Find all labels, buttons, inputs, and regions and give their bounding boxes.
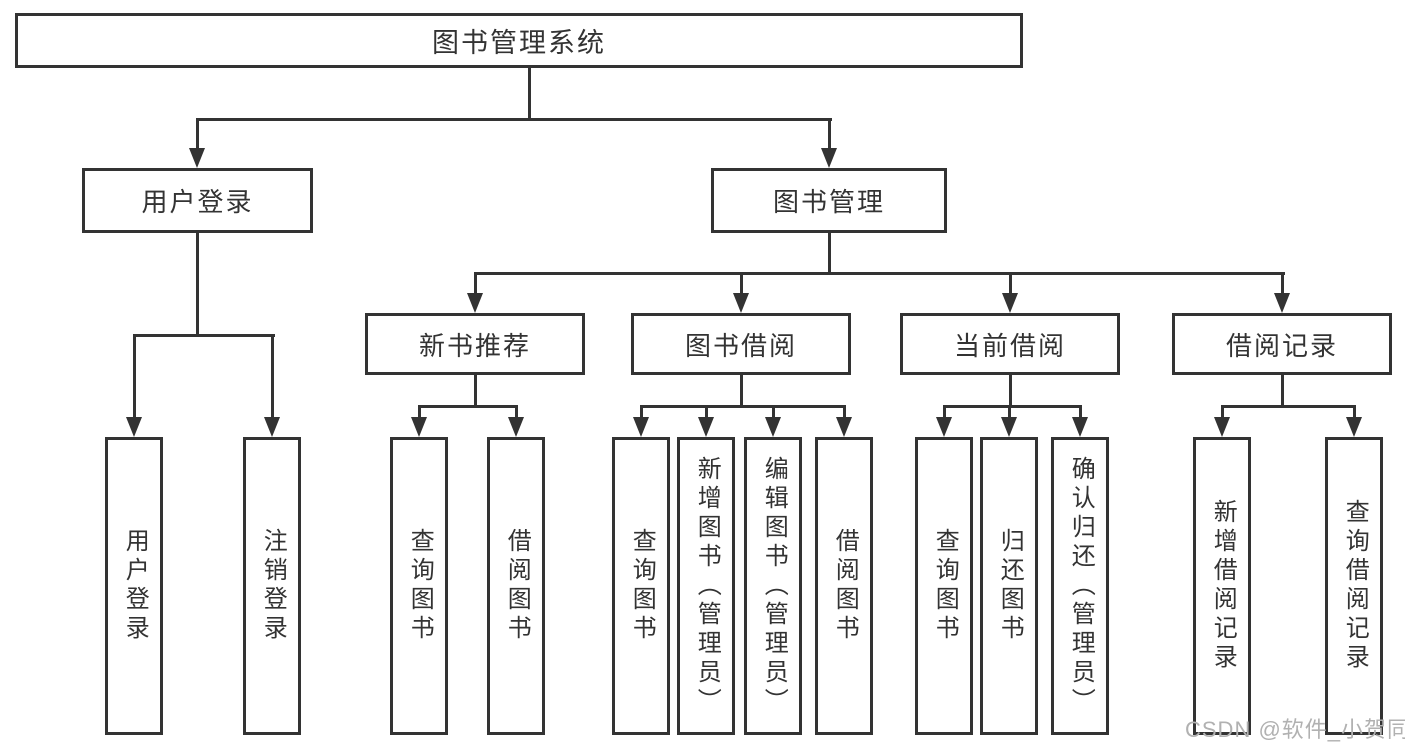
node-current-borrowing: 当前借阅	[900, 313, 1120, 375]
arrow-down	[836, 417, 852, 437]
connector-line	[705, 405, 708, 419]
node-borrow-records-label: 借阅记录	[1225, 330, 1338, 361]
connector-line	[1281, 272, 1284, 295]
connector-line	[133, 334, 136, 419]
node-add-books-admin-label: 新增图书（管理员）	[693, 455, 721, 717]
node-query-borrow-record: 查询借阅记录	[1325, 437, 1383, 735]
connector-line	[943, 405, 946, 419]
connector-line	[1009, 272, 1012, 295]
arrow-down	[633, 417, 649, 437]
connector-line	[1079, 405, 1082, 419]
connector-line	[843, 405, 846, 419]
arrow-down	[1072, 417, 1088, 437]
arrow-down	[1346, 417, 1362, 437]
connector-line	[1353, 405, 1356, 419]
connector-line	[1009, 375, 1012, 407]
arrow-down	[189, 148, 205, 168]
arrow-down	[733, 293, 749, 313]
node-root-label: 图书管理系统	[432, 28, 606, 58]
arrow-down	[1001, 417, 1017, 437]
node-new-book-recommend: 新书推荐	[365, 313, 585, 375]
node-query-books-recommend: 查询图书	[390, 437, 448, 735]
connector-line	[943, 405, 1082, 408]
connector-line	[474, 272, 477, 295]
node-borrow-books-recommend-label: 借阅图书	[503, 528, 531, 644]
arrow-down	[467, 293, 483, 313]
node-confirm-return-admin: 确认归还（管理员）	[1051, 437, 1109, 735]
connector-line	[196, 233, 199, 336]
node-confirm-return-admin-label: 确认归还（管理员）	[1067, 455, 1095, 717]
node-edit-books-admin: 编辑图书（管理员）	[744, 437, 802, 735]
arrow-down	[698, 417, 714, 437]
node-query-borrow-record-label: 查询借阅记录	[1341, 499, 1369, 673]
watermark: CSDN @软件_小贺同学	[1185, 717, 1405, 742]
connector-line	[740, 272, 743, 295]
node-new-book-recommend-label: 新书推荐	[418, 330, 531, 361]
connector-line	[1221, 405, 1224, 419]
arrow-down	[936, 417, 952, 437]
node-user-login-label: 用户登录	[141, 187, 254, 217]
connector-line	[772, 405, 775, 419]
node-add-borrow-record: 新增借阅记录	[1193, 437, 1251, 735]
node-user-login-leaf: 用户登录	[105, 437, 163, 735]
connector-line	[640, 405, 643, 419]
node-root: 图书管理系统	[15, 13, 1023, 68]
connector-line	[271, 334, 274, 419]
node-edit-books-admin-label: 编辑图书（管理员）	[760, 455, 788, 717]
connector-line	[196, 118, 832, 121]
node-query-books-borrowing-label: 查询图书	[628, 528, 656, 644]
node-book-management: 图书管理	[711, 168, 947, 233]
arrow-down	[264, 417, 280, 437]
connector-line	[418, 405, 518, 408]
node-borrow-books: 借阅图书	[815, 437, 873, 735]
node-return-books: 归还图书	[980, 437, 1038, 735]
arrow-down	[411, 417, 427, 437]
connector-line	[740, 375, 743, 407]
arrow-down	[508, 417, 524, 437]
connector-line	[133, 334, 275, 337]
connector-line	[474, 375, 477, 407]
connector-line	[515, 405, 518, 419]
connector-line	[828, 118, 831, 150]
arrow-down	[1214, 417, 1230, 437]
connector-line	[1221, 405, 1356, 408]
node-query-books-recommend-label: 查询图书	[406, 528, 434, 644]
node-borrow-books-label: 借阅图书	[831, 528, 859, 644]
node-logout-label: 注销登录	[259, 528, 287, 644]
arrow-down	[126, 417, 142, 437]
node-book-borrowing: 图书借阅	[631, 313, 851, 375]
connector-line	[418, 405, 421, 419]
node-query-books-current-label: 查询图书	[931, 528, 959, 644]
node-query-books-borrowing: 查询图书	[612, 437, 670, 735]
connector-line	[1008, 405, 1011, 419]
arrow-down	[1274, 293, 1290, 313]
node-logout: 注销登录	[243, 437, 301, 735]
connector-line	[196, 118, 199, 150]
node-user-login: 用户登录	[82, 168, 313, 233]
node-add-books-admin: 新增图书（管理员）	[677, 437, 735, 735]
node-return-books-label: 归还图书	[996, 528, 1024, 644]
connector-line	[528, 68, 531, 120]
arrow-down	[821, 148, 837, 168]
node-user-login-leaf-label: 用户登录	[121, 528, 149, 644]
connector-line	[474, 272, 1285, 275]
node-add-borrow-record-label: 新增借阅记录	[1209, 499, 1237, 673]
node-borrow-books-recommend: 借阅图书	[487, 437, 545, 735]
node-book-borrowing-label: 图书借阅	[684, 330, 797, 361]
node-book-management-label: 图书管理	[772, 187, 885, 217]
node-borrow-records: 借阅记录	[1172, 313, 1392, 375]
connector-line	[1281, 375, 1284, 407]
connector-line	[828, 233, 831, 274]
node-current-borrowing-label: 当前借阅	[953, 330, 1066, 361]
arrow-down	[765, 417, 781, 437]
connector-line	[640, 405, 846, 408]
node-query-books-current: 查询图书	[915, 437, 973, 735]
arrow-down	[1002, 293, 1018, 313]
